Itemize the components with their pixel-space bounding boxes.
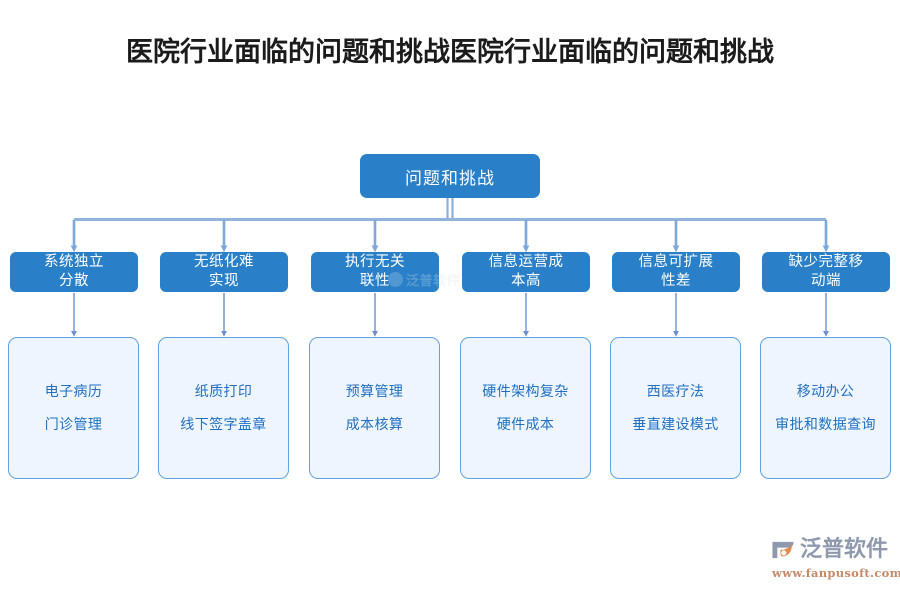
column-header-6-line2: 动端 [811, 273, 841, 289]
column-header-5-line2: 性差 [661, 273, 691, 289]
column-header-6-line1: 缺少完整移 [788, 254, 864, 270]
column-header-2-line2: 实现 [209, 273, 239, 289]
column-body-1[interactable]: 电子病历 门诊管理 [8, 337, 139, 479]
column-1-item-2: 门诊管理 [44, 416, 103, 432]
column-5-item-1: 西医疗法 [646, 383, 705, 399]
column-3-item-2: 成本核算 [345, 416, 404, 432]
column-body-2[interactable]: 纸质打印 线下签字盖章 [158, 337, 289, 479]
column-4-item-1: 硬件架构复杂 [482, 383, 569, 399]
brand-url: www.fanpusoft.com [772, 566, 900, 580]
column-header-5-line1: 信息可扩展 [638, 254, 714, 270]
column-header-4-line2: 本高 [511, 273, 541, 289]
column-header-2[interactable]: 无纸化难 实现 [160, 252, 288, 292]
column-body-4[interactable]: 硬件架构复杂 硬件成本 [460, 337, 591, 479]
column-header-1-line2: 分散 [59, 273, 89, 289]
column-header-5[interactable]: 信息可扩展 性差 [612, 252, 740, 292]
column-body-6[interactable]: 移动办公 审批和数据查询 [760, 337, 891, 479]
brand-name: 泛普软件 [800, 537, 889, 562]
column-header-2-line1: 无纸化难 [194, 254, 254, 270]
column-header-3[interactable]: 执行无关 联性 [311, 252, 439, 292]
column-6-item-1: 移动办公 [796, 383, 855, 399]
column-4-item-2: 硬件成本 [496, 416, 555, 432]
column-header-1[interactable]: 系统独立 分散 [10, 252, 138, 292]
column-1-item-1: 电子病历 [44, 383, 103, 399]
column-body-3[interactable]: 预算管理 成本核算 [309, 337, 440, 479]
column-header-3-line1: 执行无关 [345, 254, 405, 270]
column-header-1-line1: 系统独立 [44, 254, 104, 270]
brand-logo: 泛普软件 www.fanpusoft.com [770, 535, 900, 587]
root-node[interactable]: 问题和挑战 [360, 154, 540, 198]
column-6-item-2: 审批和数据查询 [775, 416, 876, 432]
column-2-item-2: 线下签字盖章 [180, 416, 267, 432]
column-header-3-line2: 联性 [360, 273, 390, 289]
column-5-item-2: 垂直建设模式 [632, 416, 719, 432]
column-header-6[interactable]: 缺少完整移 动端 [762, 252, 890, 292]
column-2-item-1: 纸质打印 [194, 383, 253, 399]
column-header-4-line1: 信息运营成 [488, 254, 564, 270]
page-title: 医院行业面临的问题和挑战医院行业面临的问题和挑战 [126, 37, 774, 68]
column-body-5[interactable]: 西医疗法 垂直建设模式 [610, 337, 741, 479]
fanpu-logo-icon [772, 541, 794, 559]
column-3-item-1: 预算管理 [345, 383, 404, 399]
column-header-4[interactable]: 信息运营成 本高 [462, 252, 590, 292]
